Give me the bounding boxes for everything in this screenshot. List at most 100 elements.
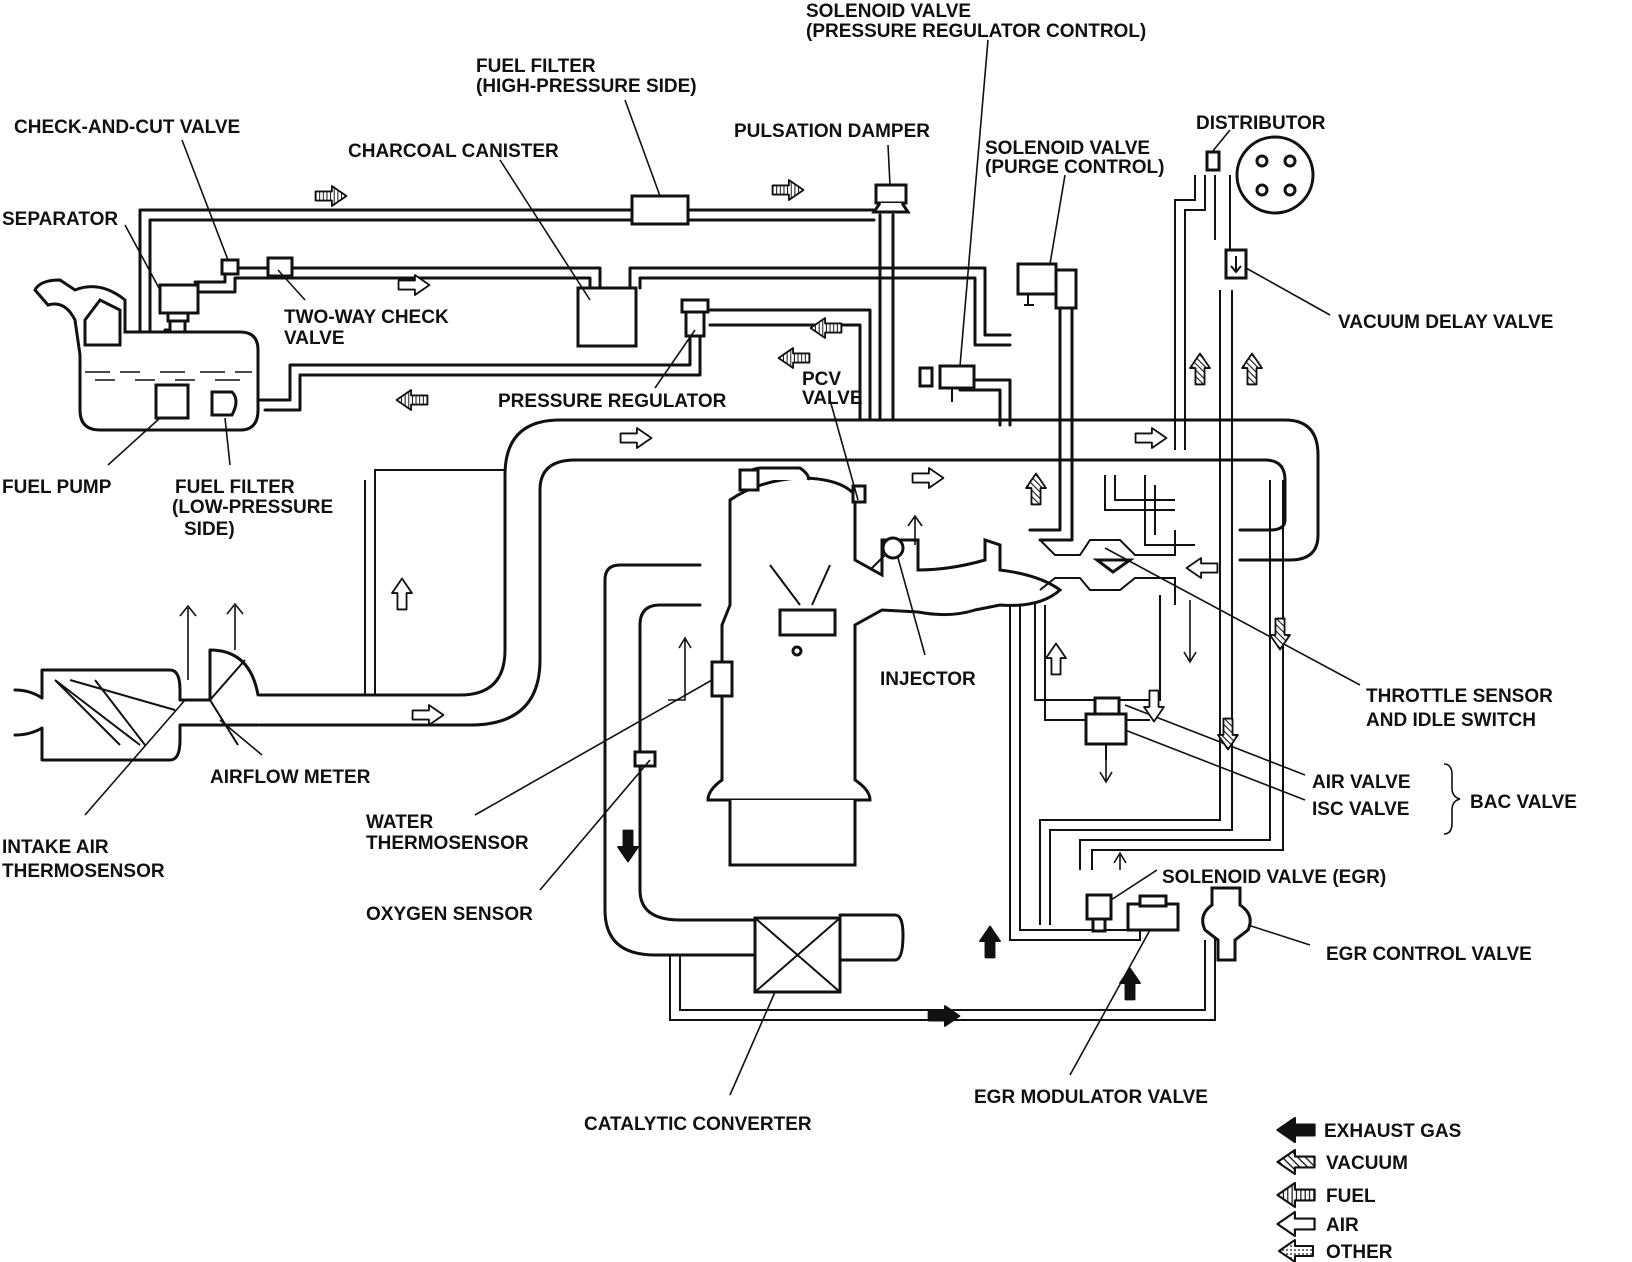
label-egr-modulator-valve: EGR MODULATOR VALVE (974, 1087, 1208, 1108)
label-pressure-regulator: PRESSURE REGULATOR (498, 391, 727, 412)
label-fuel-filter-lp-sub2: SIDE) (184, 519, 235, 540)
label-check-cut-valve: CHECK-AND-CUT VALVE (14, 117, 240, 138)
air-flow-arrow (1134, 427, 1168, 449)
label-two-way-check: TWO-WAY CHECK (284, 307, 449, 328)
legend-label-fuel: FUEL (1326, 1186, 1376, 1207)
legend-label-air: AIR (1326, 1215, 1359, 1236)
legend-label-exhaust: EXHAUST GAS (1324, 1121, 1461, 1142)
fuel-flow-arrow (314, 185, 348, 207)
vacuum-flow-arrow (1189, 352, 1211, 386)
intake-air-duct (13, 418, 1320, 762)
vacuum-lines (1009, 175, 1284, 941)
label-pcv-valve: PCV (802, 369, 841, 390)
vacuum-flow-arrow (1269, 617, 1291, 651)
solenoid-valve-pressure-regulator (918, 364, 976, 402)
label-pulsation-damper: PULSATION DAMPER (734, 121, 930, 142)
injector (869, 536, 905, 571)
fuel-filter-high-pressure (630, 194, 690, 226)
label-fuel-filter-hp-sub: (HIGH-PRESSURE SIDE) (476, 76, 697, 97)
label-two-way-check-sub: VALVE (284, 328, 345, 349)
bac-valve-brace (1443, 763, 1461, 835)
fuel-flow-arrow (395, 389, 429, 411)
label-bac-valve: BAC VALVE (1470, 792, 1577, 813)
label-solenoid-prc: SOLENOID VALVE (806, 1, 971, 22)
legend-label-other: OTHER (1326, 1242, 1393, 1262)
component-labels: SOLENOID VALVE (PRESSURE REGULATOR CONTR… (2, 1, 1577, 1135)
label-egr-control-valve: EGR CONTROL VALVE (1326, 944, 1532, 965)
label-isc-valve: ISC VALVE (1312, 799, 1409, 820)
oxygen-sensor (633, 750, 657, 768)
fuel-filter-low-pressure (210, 390, 238, 417)
fuel-flow-arrow (771, 179, 805, 201)
hatched-arrow-icon (1276, 1148, 1316, 1176)
solid-arrow-icon (1276, 1116, 1316, 1144)
water-thermosensor (710, 660, 734, 698)
air-flow-arrow (411, 704, 445, 726)
fuel-pump (154, 383, 190, 420)
charcoal-canister (576, 286, 638, 348)
leader-lines (84, 39, 1361, 1096)
check-and-cut-valve (220, 258, 240, 276)
label-throttle-sensor-sub: AND IDLE SWITCH (1366, 710, 1536, 731)
striped-arrow-icon (1276, 1181, 1316, 1209)
fuel-flow-arrow (809, 317, 843, 339)
label-fuel-filter-hp: FUEL FILTER (476, 56, 596, 77)
label-intake-air-thermosensor: INTAKE AIR (2, 837, 109, 858)
label-separator: SEPARATOR (2, 209, 118, 230)
egr-modulator-valve (1126, 894, 1180, 932)
pulsation-damper (871, 183, 911, 214)
dotted-arrow-icon (1277, 1238, 1315, 1262)
exhaust-flow-arrow (1119, 967, 1141, 1001)
label-charcoal-canister: CHARCOAL CANISTER (348, 141, 559, 162)
legend-item-other: OTHER (1277, 1238, 1393, 1262)
label-solenoid-purge: SOLENOID VALVE (985, 138, 1150, 159)
label-fuel-filter-lp: FUEL FILTER (175, 477, 295, 498)
engine (706, 466, 1063, 867)
two-way-check-valve (266, 256, 294, 278)
air-flow-arrow (391, 577, 413, 611)
label-intake-air-thermosensor-sub: THERMOSENSOR (2, 861, 165, 882)
label-fuel-pump: FUEL PUMP (2, 477, 112, 498)
catalytic-converter (753, 916, 842, 994)
pressure-regulator (680, 298, 710, 346)
egr-control-valve (1201, 886, 1252, 962)
label-throttle-sensor: THROTTLE SENSOR (1366, 686, 1553, 707)
vacuum-flow-arrow (1241, 352, 1263, 386)
air-flow-arrow (1185, 557, 1219, 579)
label-solenoid-prc-sub: (PRESSURE REGULATOR CONTROL) (806, 21, 1146, 42)
label-airflow-meter: AIRFLOW METER (210, 767, 371, 788)
separator (158, 283, 200, 323)
air-flow-arrow (1045, 642, 1067, 676)
label-injector: INJECTOR (880, 669, 976, 690)
legend-item-exhaust: EXHAUST GAS (1276, 1116, 1461, 1144)
legend-item-air: AIR (1276, 1210, 1359, 1238)
legend-item-vacuum: VACUUM (1276, 1148, 1408, 1176)
exhaust-pipe (603, 563, 1225, 1021)
air-flow-arrow (619, 427, 653, 449)
exhaust-flow-arrow (617, 829, 639, 863)
solenoid-valve-purge-control (1016, 262, 1078, 310)
label-water-thermosensor-sub: THERMOSENSOR (366, 833, 529, 854)
label-vacuum-delay-valve: VACUUM DELAY VALVE (1338, 312, 1553, 333)
legend: EXHAUST GAS VACUUM FUEL AIR OTHER (1276, 1116, 1461, 1262)
solenoid-valve-egr (1085, 893, 1113, 933)
label-fuel-filter-lp-sub: (LOW-PRESSURE (172, 497, 333, 518)
label-solenoid-egr: SOLENOID VALVE (EGR) (1162, 867, 1386, 888)
outline-arrow-icon (1276, 1210, 1316, 1238)
label-catalytic-converter: CATALYTIC CONVERTER (584, 1114, 812, 1135)
label-water-thermosensor: WATER (366, 812, 433, 833)
label-solenoid-purge-sub: (PURGE CONTROL) (985, 157, 1164, 178)
legend-item-fuel: FUEL (1276, 1181, 1376, 1209)
exhaust-flow-arrow (979, 925, 1001, 959)
label-oxygen-sensor: OXYGEN SENSOR (366, 904, 533, 925)
bac-valve (1084, 696, 1128, 760)
distributor (1205, 135, 1315, 215)
air-flow-arrow (911, 467, 945, 489)
throttle-body (1039, 530, 1176, 605)
airflow-meter (54, 659, 246, 746)
legend-label-vacuum: VACUUM (1326, 1153, 1408, 1174)
label-air-valve: AIR VALVE (1312, 772, 1411, 793)
fuel-flow-arrow (777, 347, 811, 369)
label-pcv-valve-sub: VALVE (802, 388, 863, 409)
